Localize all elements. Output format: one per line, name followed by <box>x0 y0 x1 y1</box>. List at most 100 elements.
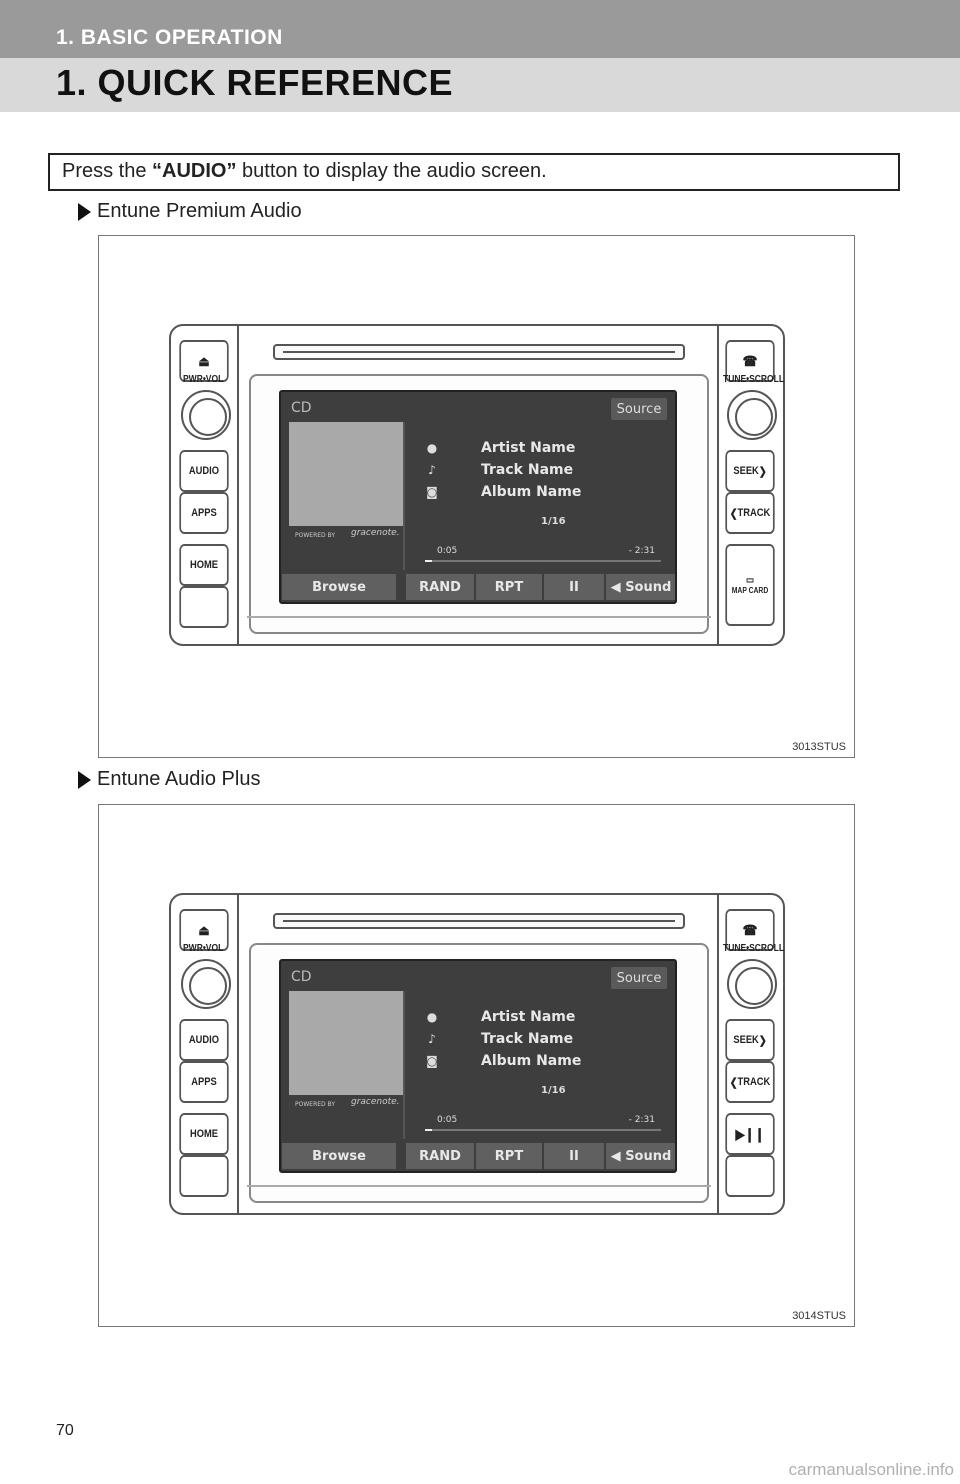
subheading-label: Entune Premium Audio <box>97 200 302 222</box>
pwr-vol-label: PWR•VOL <box>183 374 224 385</box>
progress-bar[interactable] <box>425 560 661 562</box>
audio-button[interactable]: AUDIO <box>179 450 229 492</box>
home-button[interactable]: HOME <box>179 1113 229 1155</box>
figure-code: 3013STUS <box>792 741 846 753</box>
disc-icon: ◙ <box>426 1054 438 1068</box>
figure-audio-plus: ⏏ PWR•VOL AUDIO APPS HOME ☎ TUNE•SCROLL … <box>98 804 855 1327</box>
tune-scroll-label: TUNE•SCROLL <box>723 943 785 954</box>
instruction-suffix: button to display the audio screen. <box>236 160 547 182</box>
disc-icon: ◙ <box>426 485 438 499</box>
cd-slot <box>273 344 685 360</box>
rand-button[interactable]: RAND <box>406 1143 474 1169</box>
blank-left-button[interactable] <box>179 586 229 628</box>
browse-button[interactable]: Browse <box>282 1143 396 1169</box>
pwr-vol-knob[interactable] <box>181 390 231 440</box>
subheading-premium-audio: Entune Premium Audio <box>78 200 302 223</box>
person-icon: ● <box>426 1010 438 1024</box>
pwr-vol-label: PWR•VOL <box>183 943 224 954</box>
sd-card-icon: ▭ <box>745 575 755 586</box>
elapsed-time: 0:05 <box>437 546 458 556</box>
album-name: Album Name <box>481 1053 582 1069</box>
track-count: 1/16 <box>541 516 566 527</box>
eject-button[interactable]: ⏏ <box>179 340 229 382</box>
track-button[interactable]: ❮TRACK <box>725 1061 775 1103</box>
track-name: Track Name <box>481 1031 574 1047</box>
figure-code: 3014STUS <box>792 1310 846 1322</box>
watermark[interactable]: carmanualsonline.info <box>788 1460 954 1479</box>
powered-by-label: POWERED BY <box>295 1101 336 1108</box>
powered-by-label: POWERED BY <box>295 532 336 539</box>
source-button[interactable]: Source <box>611 967 667 989</box>
subheading-audio-plus: Entune Audio Plus <box>78 768 260 791</box>
track-row: ♪Track Name <box>423 462 573 478</box>
apps-button[interactable]: APPS <box>179 1061 229 1103</box>
album-art <box>289 991 403 1095</box>
play-pause-button[interactable]: ▶❙❙ <box>725 1113 775 1155</box>
audio-button[interactable]: AUDIO <box>179 1019 229 1061</box>
instruction-prefix: Press the <box>62 160 153 182</box>
pause-button[interactable]: II <box>544 1143 604 1169</box>
tune-scroll-knob[interactable] <box>727 390 777 440</box>
bottom-button-bar: Browse RAND RPT II ◀ Sound <box>281 572 675 602</box>
triangle-bullet-icon <box>78 202 91 221</box>
album-art <box>289 422 403 526</box>
gracenote-logo: gracenote. <box>351 528 400 538</box>
track-count: 1/16 <box>541 1085 566 1096</box>
seek-button[interactable]: SEEK❯ <box>725 450 775 492</box>
tune-scroll-label: TUNE•SCROLL <box>723 374 785 385</box>
progress-fill <box>425 1129 433 1131</box>
gracenote-logo: gracenote. <box>351 1097 400 1107</box>
blank-right-button[interactable] <box>725 1155 775 1197</box>
tune-scroll-knob[interactable] <box>727 959 777 1009</box>
instruction-box: Press the “AUDIO” button to display the … <box>48 153 900 191</box>
artist-name: Artist Name <box>481 1009 576 1025</box>
rpt-button[interactable]: RPT <box>476 1143 542 1169</box>
title-band <box>0 58 960 112</box>
progress-fill <box>425 560 433 562</box>
head-unit: ⏏ PWR•VOL AUDIO APPS HOME ☎ TUNE•SCROLL … <box>169 324 785 646</box>
artist-row: ● Artist Name <box>423 1009 576 1025</box>
screen-title: CD <box>291 400 312 416</box>
subheading-label: Entune Audio Plus <box>97 768 261 790</box>
section-heading: 1. BASIC OPERATION <box>56 26 283 49</box>
page-number: 70 <box>56 1422 74 1439</box>
album-row: ◙Album Name <box>423 484 581 500</box>
sound-button[interactable]: ◀ Sound <box>606 1143 675 1169</box>
figure-premium-audio: ⏏ PWR•VOL AUDIO APPS HOME ☎ TUNE•SCROLL … <box>98 235 855 758</box>
pause-button[interactable]: II <box>544 574 604 600</box>
artist-name: Artist Name <box>481 440 576 456</box>
cd-slot <box>273 913 685 929</box>
phone-button[interactable]: ☎ <box>725 909 775 951</box>
head-unit: ⏏ PWR•VOL AUDIO APPS HOME ☎ TUNE•SCROLL … <box>169 893 785 1215</box>
screen-title: CD <box>291 969 312 985</box>
eject-button[interactable]: ⏏ <box>179 909 229 951</box>
browse-button[interactable]: Browse <box>282 574 396 600</box>
album-row: ◙ Album Name <box>423 1053 581 1069</box>
phone-button[interactable]: ☎ <box>725 340 775 382</box>
blank-left-button[interactable] <box>179 1155 229 1197</box>
track-button[interactable]: ❮TRACK <box>725 492 775 534</box>
seek-button[interactable]: SEEK❯ <box>725 1019 775 1061</box>
play-pause-icon: ▶❙❙ <box>735 1125 765 1142</box>
triangle-bullet-icon <box>78 770 91 789</box>
source-button[interactable]: Source <box>611 398 667 420</box>
map-card-label: MAP CARD <box>731 586 769 595</box>
section-header-band <box>0 0 960 58</box>
rpt-button[interactable]: RPT <box>476 574 542 600</box>
remaining-time: - 2:31 <box>628 1115 655 1125</box>
apps-button[interactable]: APPS <box>179 492 229 534</box>
remaining-time: - 2:31 <box>628 546 655 556</box>
track-row: ♪ Track Name <box>423 1031 573 1047</box>
rand-button[interactable]: RAND <box>406 574 474 600</box>
music-note-icon: ♪ <box>428 463 436 477</box>
sound-button[interactable]: ◀ Sound <box>606 574 675 600</box>
map-card-slot[interactable]: ▭ MAP CARD <box>725 544 775 626</box>
page-title: 1. QUICK REFERENCE <box>56 62 454 103</box>
home-button[interactable]: HOME <box>179 544 229 586</box>
pwr-vol-knob[interactable] <box>181 959 231 1009</box>
music-note-icon: ♪ <box>428 1032 436 1046</box>
audio-screen: CD Source POWERED BY gracenote. ● Artist … <box>279 959 677 1173</box>
instruction-button-name: “AUDIO” <box>152 160 237 182</box>
progress-bar[interactable] <box>425 1129 661 1131</box>
artist-row: ●Artist Name <box>423 440 576 456</box>
